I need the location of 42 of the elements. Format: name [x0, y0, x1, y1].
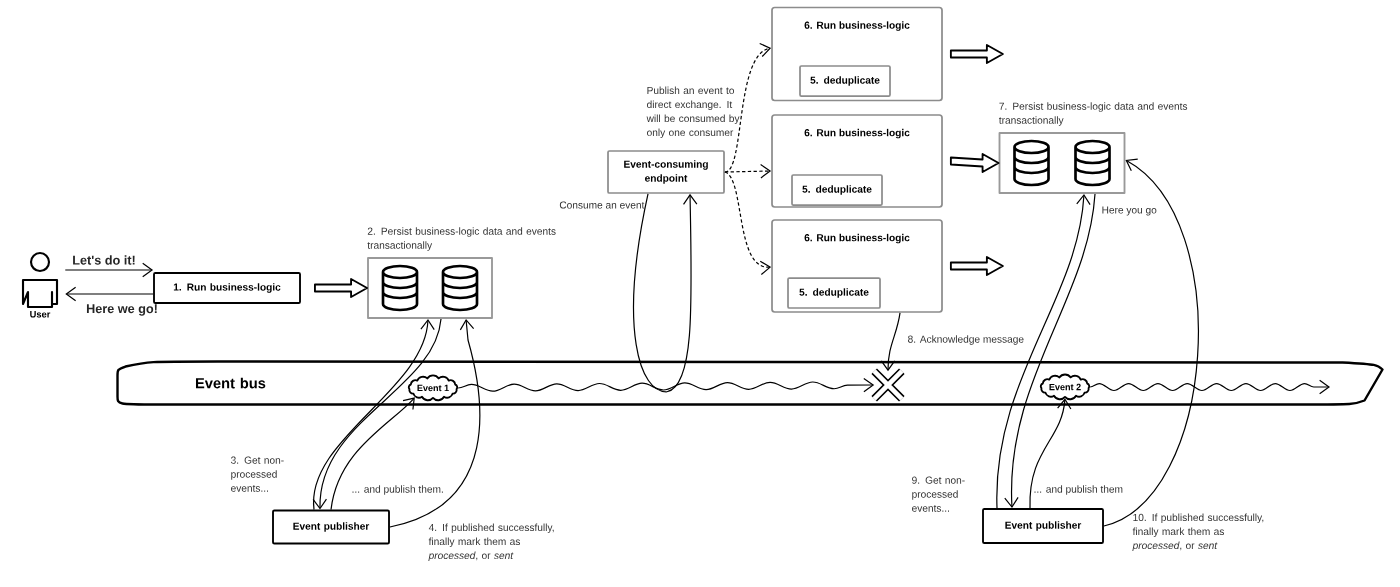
event-cloud: Event 2: [1039, 373, 1091, 401]
arrow: [666, 193, 698, 393]
edge-label: Consume an event: [559, 201, 645, 209]
block-arrow: [949, 256, 1004, 276]
database-box: 7. Persist business-logic data and events transactionally: [998, 102, 1188, 194]
edge-label: ... and publish them.: [352, 485, 443, 495]
process-box: 1. Run business-logic: [153, 272, 301, 304]
edge-label: ... and publish them: [1034, 485, 1123, 495]
arrow: [389, 318, 481, 528]
wavy-arrow: [457, 377, 875, 393]
edge-label: Publish an event to direct exchange. It will be consumed by only one consumer: [646, 86, 740, 139]
arrow: [880, 312, 901, 372]
node-label: 7. Persist business-logic data and events transactionally: [998, 102, 1188, 126]
arrow: [1029, 398, 1072, 509]
arrow: [64, 262, 154, 278]
edge-label: Here we go!: [86, 304, 157, 316]
process-box: 5. deduplicate: [799, 65, 891, 97]
node-label: 2. Persist business-logic data and events transactionally: [367, 227, 556, 251]
block-arrow: [949, 153, 1000, 173]
edge-label: 3. Get non-processed events...: [231, 456, 284, 492]
process-box: Event-consuming endpoint: [607, 150, 725, 194]
database-box: 2. Persist business-logic data and events transactionally: [367, 227, 556, 319]
process-box: Event publisher: [982, 508, 1104, 544]
wavy-arrow: [1089, 379, 1330, 395]
edge-label: Here you go: [1102, 206, 1157, 216]
edge-label: 10. If published successfully, finally mark them as processed, or sent: [1132, 513, 1264, 552]
edge-label: Let's do it!: [73, 255, 135, 265]
arrow: [724, 171, 772, 276]
cross-mark: [870, 367, 906, 403]
block-arrow: [949, 44, 1004, 64]
arrow: [330, 397, 415, 511]
edge-label: 4. If published successfully, finally mark them as processed, or sent: [428, 523, 554, 562]
edge-label: 8. Acknowledge message: [908, 335, 1024, 345]
event-cloud: Event 1: [407, 374, 459, 402]
edge-label: 9. Get non-processed events...: [912, 476, 965, 512]
process-box: 5. deduplicate: [787, 277, 881, 309]
arrow: [65, 286, 154, 302]
process-box: 5. deduplicate: [791, 174, 883, 206]
arrow: [724, 163, 772, 179]
block-arrow: [314, 278, 368, 298]
process-box: Event publisher: [272, 509, 390, 545]
arrow: [1103, 158, 1199, 527]
